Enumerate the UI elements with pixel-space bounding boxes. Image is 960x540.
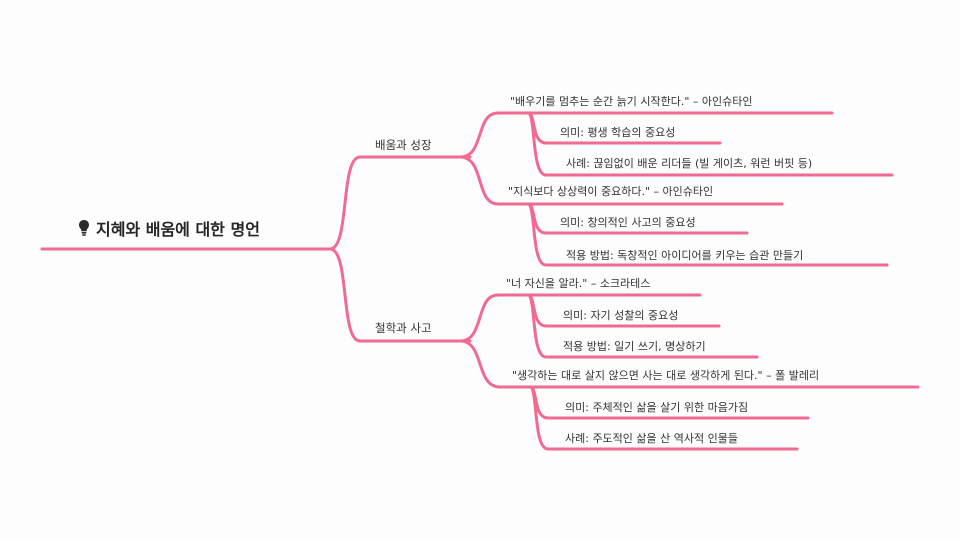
- detail-node[interactable]: 의미: 주체적인 삶을 살기 위한 마음가짐: [565, 401, 749, 414]
- lightbulb-icon: [78, 219, 90, 237]
- quote-connector: [458, 111, 834, 159]
- branch-philosophy-thinking[interactable]: 철학과 사고: [375, 321, 432, 335]
- detail-connector: [526, 111, 894, 177]
- detail-node[interactable]: 사례: 끊임없이 배운 리더들 (빌 게이츠, 워런 버핏 등): [566, 157, 813, 170]
- quote-connector: [458, 293, 702, 343]
- quote-connector: [458, 155, 784, 206]
- branch-connector: [328, 155, 472, 251]
- branch-learning-growth[interactable]: 배움과 성장: [375, 138, 432, 152]
- quote-node[interactable]: "배우기를 멈추는 순간 늙기 시작한다." – 아인슈타인: [510, 95, 753, 108]
- detail-node[interactable]: 의미: 창의적인 사고의 중요성: [560, 216, 696, 229]
- quote-node[interactable]: "지식보다 상상력이 중요하다." – 아인슈타인: [508, 185, 714, 198]
- detail-connector: [526, 293, 759, 359]
- root-topic[interactable]: 지혜와 배움에 대한 명언: [78, 216, 260, 240]
- detail-node[interactable]: 의미: 평생 학습의 중요성: [560, 126, 676, 139]
- detail-node[interactable]: 적용 방법: 일기 쓰기, 명상하기: [563, 340, 706, 353]
- detail-node[interactable]: 적용 방법: 독창적인 아이디어를 키우는 습관 만들기: [566, 249, 804, 262]
- branch-connector: [328, 247, 472, 343]
- quote-connector: [458, 339, 920, 389]
- detail-node[interactable]: 사례: 주도적인 삶을 산 역사적 인물들: [565, 432, 738, 445]
- detail-node[interactable]: 의미: 자기 성찰의 중요성: [563, 309, 679, 322]
- detail-connector: [526, 202, 889, 267]
- detail-connector: [528, 385, 799, 451]
- quote-node[interactable]: "너 자신을 알라." – 소크라테스: [506, 277, 651, 290]
- quote-node[interactable]: "생각하는 대로 살지 않으면 사는 대로 생각하게 된다." – 폴 발레리: [512, 369, 820, 382]
- root-title: 지혜와 배움에 대한 명언: [96, 220, 260, 239]
